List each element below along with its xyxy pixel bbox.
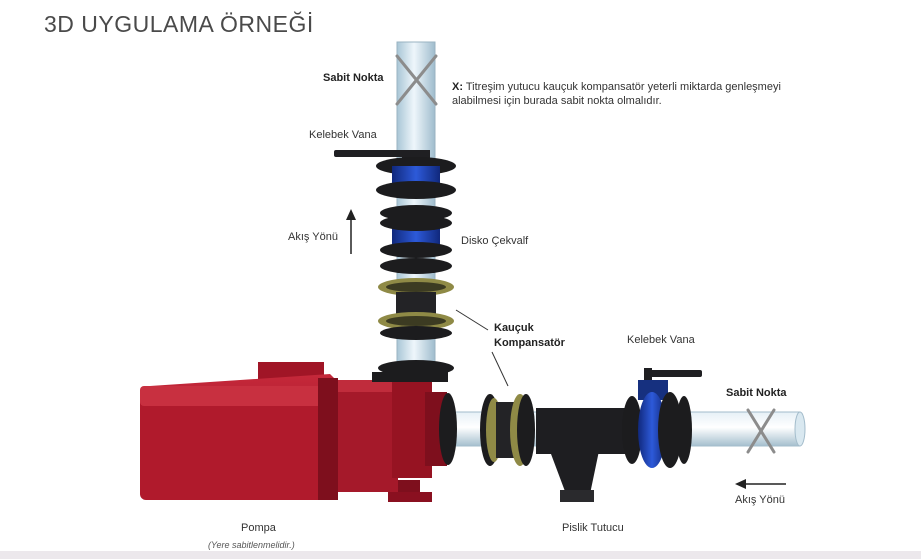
label-disco-check-valve: Disko Çekvalf [461,235,529,247]
fixed-point-marker-top [395,54,438,106]
label-strainer: Pislik Tutucu [562,522,624,534]
pump [140,362,448,502]
label-pump-note: (Yere sabitlenmelidir.) [208,540,295,550]
rubber-compensator-vertical [378,278,454,340]
note-x-marker: X: [452,81,463,93]
strainer [536,396,642,502]
fixed-point-marker-right [746,408,776,454]
label-fixed-point-top: Sabit Nokta [323,72,384,84]
fixed-point-note: X: Titreşim yutucu kauçuk kompansatör ye… [452,80,782,108]
label-flow-direction-vertical: Akış Yönü [288,231,338,243]
pump-outlet-flanges [439,393,457,465]
note-text: Titreşim yutucu kauçuk kompansatör yeter… [452,81,781,107]
flow-arrow-up [346,209,356,254]
butterfly-valve-top [334,150,456,199]
flow-arrow-left [735,479,786,489]
label-rubber-compensator-line2: Kompansatör [494,337,565,349]
leader-line-compensator-horizontal [491,351,509,387]
disco-check-valve [380,205,452,274]
label-butterfly-valve-top: Kelebek Vana [309,129,377,141]
label-butterfly-valve-right: Kelebek Vana [627,334,695,346]
butterfly-valve-right [638,368,702,468]
label-fixed-point-right: Sabit Nokta [726,387,787,399]
page-title: 3D UYGULAMA ÖRNEĞİ [44,11,314,37]
rubber-compensator-horizontal [480,394,535,466]
bottom-strip [0,551,921,559]
label-rubber-compensator-line1: Kauçuk [494,322,534,334]
label-pump: Pompa [241,522,276,534]
label-flow-direction-horizontal: Akış Yönü [735,494,785,506]
leader-line-compensator-vertical [455,309,489,331]
